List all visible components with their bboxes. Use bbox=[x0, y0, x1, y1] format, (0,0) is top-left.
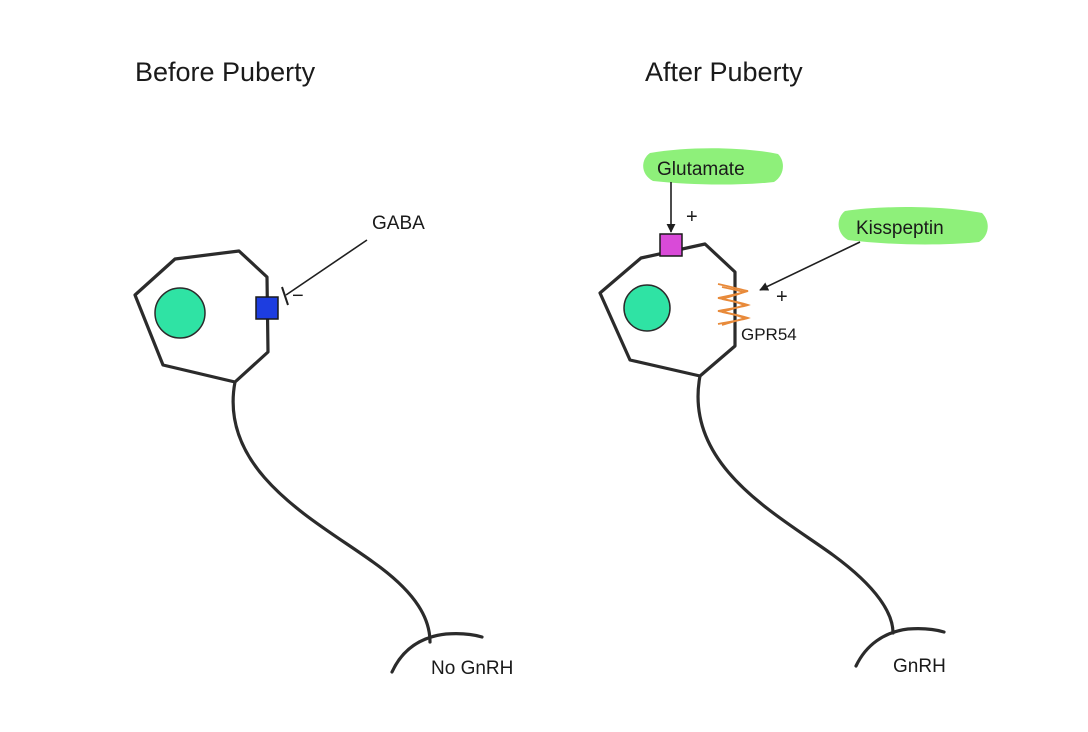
after-neuron-nucleus bbox=[623, 284, 671, 332]
glutamate-excitatory-sign: + bbox=[686, 206, 698, 228]
gaba-receptor bbox=[255, 296, 279, 320]
gpr54-label: GPR54 bbox=[741, 325, 797, 344]
glutamate-receptor bbox=[659, 233, 683, 257]
kisspeptin-highlight bbox=[838, 207, 988, 245]
kisspeptin-label: Kisspeptin bbox=[856, 218, 944, 239]
before-puberty-panel: Before Puberty GABA − No GnRH bbox=[133, 57, 513, 679]
glutamate-label: Glutamate bbox=[657, 159, 745, 180]
after-puberty-title: After Puberty bbox=[645, 57, 803, 87]
kisspeptin-excitatory-sign: + bbox=[776, 286, 788, 308]
glutamate-highlight bbox=[643, 148, 783, 185]
before-neuron-axon bbox=[231, 380, 432, 644]
gaba-input-line bbox=[285, 239, 368, 296]
gaba-inhibition-bar bbox=[281, 286, 289, 306]
before-neuron-nucleus bbox=[154, 287, 206, 339]
gnrh-label: GnRH bbox=[893, 656, 946, 677]
after-puberty-panel: After Puberty Glutamate + Kisspeptin + G… bbox=[598, 57, 988, 677]
kisspeptin-arrow bbox=[759, 241, 861, 291]
after-neuron-cell-body bbox=[598, 242, 737, 378]
after-neuron-axon bbox=[696, 374, 895, 635]
after-axon-terminal bbox=[854, 627, 946, 668]
gpr54-receptor-icon bbox=[717, 283, 751, 326]
before-puberty-title: Before Puberty bbox=[135, 57, 316, 87]
before-neuron-cell-body bbox=[133, 249, 270, 384]
gaba-label: GABA bbox=[372, 213, 425, 234]
no-gnrh-label: No GnRH bbox=[431, 658, 513, 679]
gaba-inhibitory-sign: − bbox=[292, 285, 304, 307]
before-axon-terminal bbox=[390, 632, 484, 674]
